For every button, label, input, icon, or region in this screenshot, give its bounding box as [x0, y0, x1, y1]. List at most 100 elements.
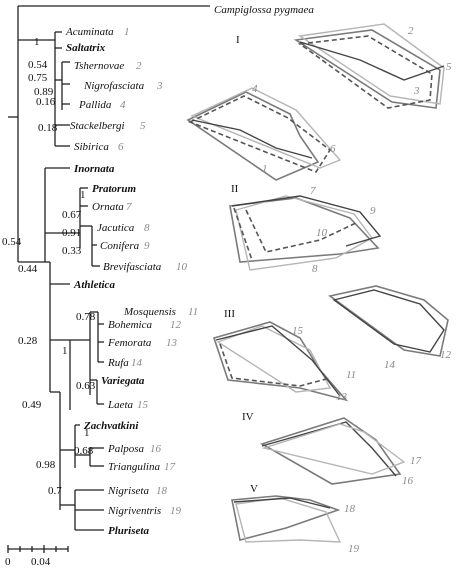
taxon-label: Variegata [101, 375, 145, 387]
scale-tick-label: 0 [5, 556, 11, 568]
taxon-label: Palposa [107, 443, 145, 455]
shape-label: 10 [316, 227, 328, 239]
group-label: I [236, 34, 240, 46]
shape-group-4-labels: 17 16 [402, 455, 422, 487]
shape-label: 19 [348, 543, 360, 555]
shape-group-3 [212, 285, 449, 402]
taxon-label: Femorata [107, 337, 152, 349]
taxon-index: 9 [144, 240, 150, 252]
scale-bar: 0 0.04 [5, 545, 69, 568]
taxon-index: 16 [150, 443, 162, 455]
shape-label: 5 [446, 61, 452, 73]
taxon-index: 5 [140, 120, 146, 132]
group-label: II [231, 183, 239, 195]
taxon-index: 3 [156, 80, 163, 92]
support-value: 0.63 [76, 380, 96, 392]
shape-label: 1 [262, 163, 268, 175]
shape-label: 4 [252, 83, 258, 95]
taxon-label: Brevifasciata [103, 261, 162, 273]
support-value: 1 [34, 36, 40, 48]
shape-group-4 [260, 417, 406, 485]
shape-group-5 [231, 495, 342, 543]
shape-label: 13 [336, 391, 348, 403]
taxon-label: Tshernovae [74, 60, 124, 72]
shape-label: 15 [292, 325, 304, 337]
support-values: 1 0.54 0.75 0.89 0.16 0.18 0.54 0.44 1 0… [2, 36, 96, 497]
group-label: IV [242, 411, 254, 423]
taxon-label: Zachvatkini [83, 420, 139, 432]
support-value: 0.78 [76, 311, 96, 323]
shape-label: 2 [408, 25, 414, 37]
taxon-index: 8 [144, 222, 150, 234]
taxon-label: Laeta [107, 399, 134, 411]
taxon-label: Saltatrix [66, 42, 106, 54]
taxon-index: 19 [170, 505, 182, 517]
taxon-label: Mosquensis [123, 306, 176, 318]
taxon-label: Ornata [92, 201, 124, 213]
shape-label: 3 [413, 85, 420, 97]
taxon-index: 15 [137, 399, 149, 411]
support-value: 0.28 [18, 335, 38, 347]
taxon-index: 6 [118, 141, 124, 153]
taxon-index: 4 [120, 99, 126, 111]
shape-group-3-labels: 15 11 13 14 12 [292, 325, 452, 403]
taxon-label: Nigriventris [107, 505, 161, 517]
taxon-label: Inornata [73, 163, 115, 175]
scale-tick-label: 0.04 [31, 556, 51, 568]
taxon-label: Sibirica [74, 141, 109, 153]
shape-label: 9 [370, 205, 376, 217]
shape-label: 11 [346, 369, 356, 381]
outgroup-label: Campiglossa pygmaea [214, 4, 314, 16]
group-label: V [250, 483, 258, 495]
shape-group-1 [186, 23, 445, 181]
support-value: 0.44 [18, 263, 38, 275]
support-value: 1 [84, 427, 90, 439]
support-value: 0.67 [62, 209, 82, 221]
taxon-index: 18 [156, 485, 168, 497]
shape-label: 8 [312, 263, 318, 275]
taxon-label: Acuminata [65, 26, 114, 38]
support-value: 0.75 [28, 72, 48, 84]
support-value: 0.18 [38, 122, 58, 134]
tree-branches [8, 5, 210, 531]
support-value: 0.54 [28, 59, 48, 71]
taxon-index: 2 [136, 60, 142, 72]
taxon-labels: Campiglossa pygmaea Acuminata 1 Saltatri… [65, 4, 314, 537]
taxon-label: Pluriseta [108, 525, 149, 537]
taxon-label: Pallida [78, 99, 112, 111]
shape-label: 14 [384, 359, 396, 371]
taxon-index: 10 [176, 261, 188, 273]
taxon-index: 13 [166, 337, 178, 349]
group-label: III [224, 308, 235, 320]
support-value: 0.7 [48, 485, 62, 497]
taxon-index: 12 [170, 319, 182, 331]
shape-label: 6 [330, 143, 336, 155]
taxon-index: 11 [188, 306, 198, 318]
taxon-label: Conifera [100, 240, 140, 252]
taxon-label: Nigriseta [107, 485, 149, 497]
taxon-label: Rufa [107, 357, 129, 369]
support-value: 0.33 [62, 245, 82, 257]
support-value: 0.91 [62, 227, 81, 239]
shape-label: 18 [344, 503, 356, 515]
taxon-label: Stackelbergi [70, 120, 125, 132]
shape-label: 12 [440, 349, 452, 361]
shape-label: 17 [410, 455, 422, 467]
support-value: 0.54 [2, 236, 22, 248]
support-value: 0.68 [74, 445, 94, 457]
support-value: 1 [80, 189, 86, 201]
shape-group-1-labels: 2 5 3 4 1 6 [252, 25, 452, 175]
taxon-label: Bohemica [108, 319, 152, 331]
taxon-label: Nigrofasciata [83, 80, 145, 92]
taxon-label: Jacutica [97, 222, 135, 234]
shape-group-5-labels: 18 19 [344, 503, 360, 555]
taxon-label: Triangulina [108, 461, 160, 473]
support-value: 1 [62, 345, 68, 357]
shape-group-2-labels: 7 9 10 8 [310, 185, 376, 275]
taxon-label: Pratorum [92, 183, 136, 195]
shape-label: 7 [310, 185, 316, 197]
taxon-index: 1 [124, 26, 130, 38]
support-value: 0.89 [34, 86, 54, 98]
support-value: 0.16 [36, 96, 56, 108]
